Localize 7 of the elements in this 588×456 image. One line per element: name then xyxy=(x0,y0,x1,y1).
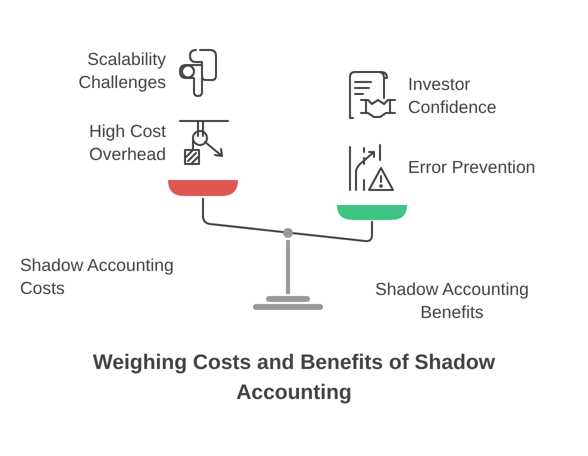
diagram-title: Weighing Costs and Benefits of Shadow Accounting xyxy=(92,350,496,406)
text-label: High Cost Overhead xyxy=(88,120,166,166)
text-label: Shadow Accounting Benefits xyxy=(374,278,530,324)
text-label: Error Prevention xyxy=(408,156,536,179)
text-label: Investor Confidence xyxy=(408,73,498,119)
text-label: Shadow Accounting Costs xyxy=(20,254,175,300)
text-label: Scalability Challenges xyxy=(77,48,166,94)
